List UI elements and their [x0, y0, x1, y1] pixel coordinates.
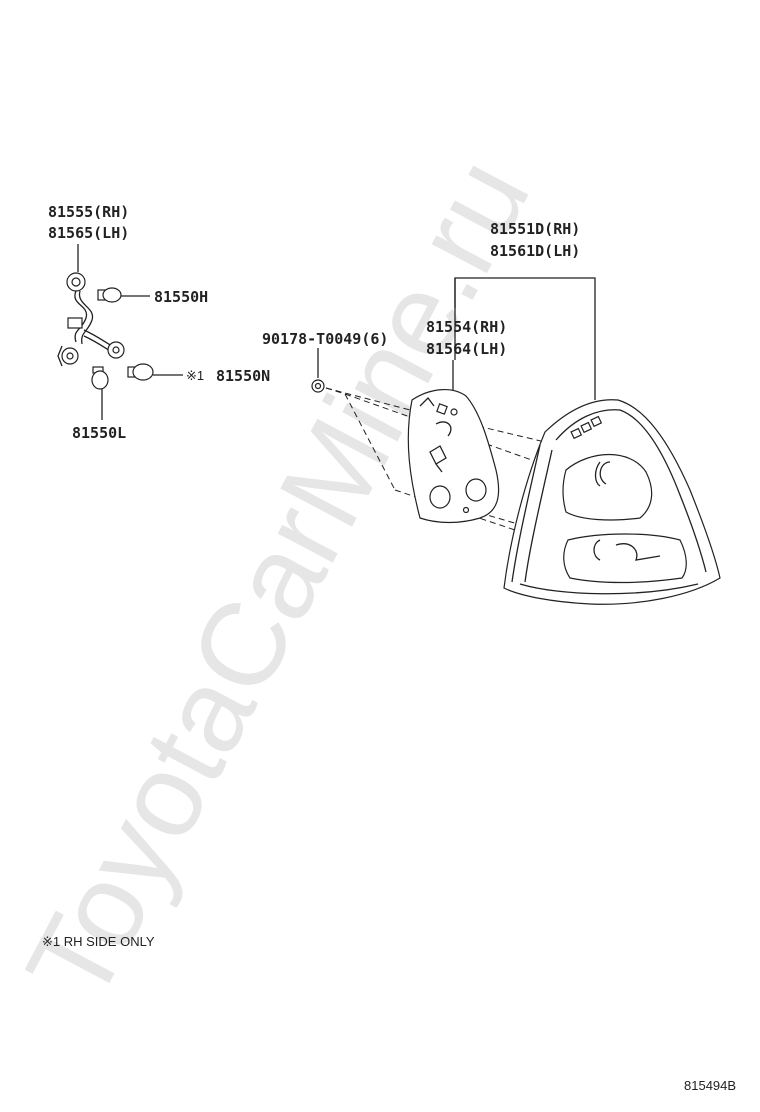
- label-bulb-n: 81550N: [216, 367, 270, 385]
- label-screw: 90178-T0049(6): [262, 330, 388, 348]
- label-bulb-h: 81550H: [154, 288, 208, 306]
- bulb-h-illustration: [97, 287, 150, 303]
- label-gasket-rh: 81554(RH): [426, 318, 507, 336]
- label-lens-assy-rh: 81551D(RH): [490, 220, 580, 238]
- diagram-id: 815494B: [684, 1078, 736, 1093]
- lens-assembly-illustration: [454, 277, 721, 605]
- socket-harness-illustration: [57, 244, 125, 367]
- label-socket-lh: 81565(LH): [48, 224, 129, 242]
- label-bulb-l: 81550L: [72, 424, 126, 442]
- bulb-l-illustration: [91, 366, 109, 420]
- label-socket-rh: 81555(RH): [48, 203, 129, 221]
- footnote-rh-side-only: ※1 RH SIDE ONLY: [42, 934, 155, 949]
- bulb-n-illustration: [127, 363, 183, 381]
- label-gasket-lh: 81564(LH): [426, 340, 507, 358]
- screw-illustration: [311, 348, 325, 393]
- watermark-text: ToyotaCarMine.ru: [1, 138, 555, 1022]
- label-lens-assy-lh: 81561D(LH): [490, 242, 580, 260]
- gasket-illustration: [407, 360, 500, 524]
- label-bulb-n-mark: ※1: [186, 368, 204, 383]
